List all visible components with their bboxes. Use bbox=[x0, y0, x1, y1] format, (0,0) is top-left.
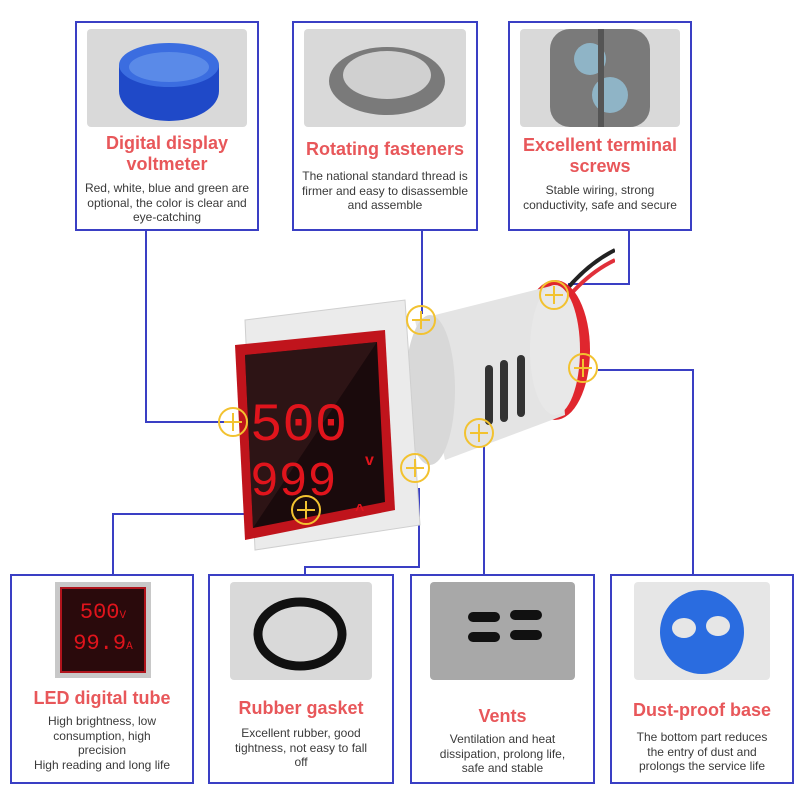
card-title: LED digital tube bbox=[33, 688, 171, 708]
connector-line bbox=[145, 229, 147, 422]
feature-card-led-tube: 500V 99.9A LED digital tube High brightn… bbox=[10, 574, 194, 784]
feature-card-dust-proof-base: Dust-proof base The bottom part reduces … bbox=[610, 574, 794, 784]
card-title: Digital display bbox=[105, 133, 229, 153]
card-description: Excellent rubber, good bbox=[241, 726, 361, 740]
card-description: Red, white, blue and green are optional,… bbox=[84, 181, 250, 224]
connector-line bbox=[568, 283, 630, 285]
card-description: The national standard thread is firmer a… bbox=[301, 169, 469, 212]
connector-line bbox=[628, 229, 630, 284]
card-description: The bottom part reduces bbox=[636, 730, 768, 744]
card-description: the entry of dust and bbox=[647, 744, 757, 759]
card-description: off bbox=[294, 755, 308, 769]
callout-marker[interactable] bbox=[218, 407, 248, 437]
connector-line bbox=[598, 369, 694, 371]
connector-line bbox=[304, 566, 420, 568]
connector-line bbox=[421, 229, 423, 314]
connector-line bbox=[692, 369, 694, 575]
svg-text:v: v bbox=[365, 452, 374, 469]
card-title: screws bbox=[569, 156, 631, 176]
product-image: 500 v 999 ^ bbox=[225, 240, 615, 570]
feature-card-vents: Vents Ventilation and heat dissipation, … bbox=[410, 574, 595, 784]
card-description: dissipation, prolong life, bbox=[439, 746, 566, 761]
svg-text:^: ^ bbox=[355, 502, 364, 519]
card-description: prolongs the service life bbox=[638, 759, 766, 773]
card-title: Dust-proof base bbox=[632, 700, 771, 720]
callout-marker[interactable] bbox=[464, 418, 494, 448]
card-description: Stable wiring, strong conductivity, safe… bbox=[523, 183, 677, 212]
vented-housing-photo bbox=[430, 582, 575, 680]
connector-line bbox=[304, 566, 306, 575]
feature-card-rotating-fasteners: Rotating fasteners The national standard… bbox=[292, 21, 478, 231]
card-description: High brightness, low bbox=[47, 714, 157, 728]
connector-line bbox=[483, 445, 485, 575]
card-description: Ventilation and heat bbox=[449, 732, 556, 746]
card-description: safe and stable bbox=[461, 761, 544, 775]
blue-dust-cap-photo bbox=[634, 582, 770, 680]
black-rubber-ring-photo bbox=[230, 582, 372, 680]
card-description: precision bbox=[77, 743, 127, 757]
card-title: Rubber gasket bbox=[238, 698, 364, 718]
callout-marker[interactable] bbox=[406, 305, 436, 335]
card-description: High reading and long life bbox=[33, 757, 171, 772]
feature-card-rubber-gasket: Rubber gasket Excellent rubber, good tig… bbox=[208, 574, 394, 784]
svg-text:500: 500 bbox=[250, 396, 347, 457]
connector-line bbox=[418, 488, 420, 568]
callout-marker[interactable] bbox=[291, 495, 321, 525]
callout-marker[interactable] bbox=[400, 453, 430, 483]
led-display-photo: 500V 99.9A bbox=[55, 582, 151, 678]
callout-marker[interactable] bbox=[568, 353, 598, 383]
card-title: Rotating fasteners bbox=[305, 139, 465, 159]
blue-lens-cap-photo bbox=[87, 29, 247, 127]
grey-threaded-nut-photo bbox=[304, 29, 466, 127]
card-title: Excellent terminal bbox=[522, 135, 678, 155]
connector-line bbox=[112, 513, 114, 575]
card-description: consumption, high bbox=[53, 728, 151, 743]
card-title: voltmeter bbox=[126, 154, 208, 174]
card-title: Vents bbox=[478, 706, 527, 726]
connector-line bbox=[145, 421, 225, 423]
card-description: tightness, not easy to fall bbox=[234, 740, 368, 755]
connector-line bbox=[112, 513, 272, 515]
feature-card-terminal-screws: Excellent terminal screws Stable wiring,… bbox=[508, 21, 692, 231]
feature-card-digital-display: Digital display voltmeter Red, white, bl… bbox=[75, 21, 259, 231]
callout-marker[interactable] bbox=[539, 280, 569, 310]
terminal-screws-photo bbox=[520, 29, 680, 127]
